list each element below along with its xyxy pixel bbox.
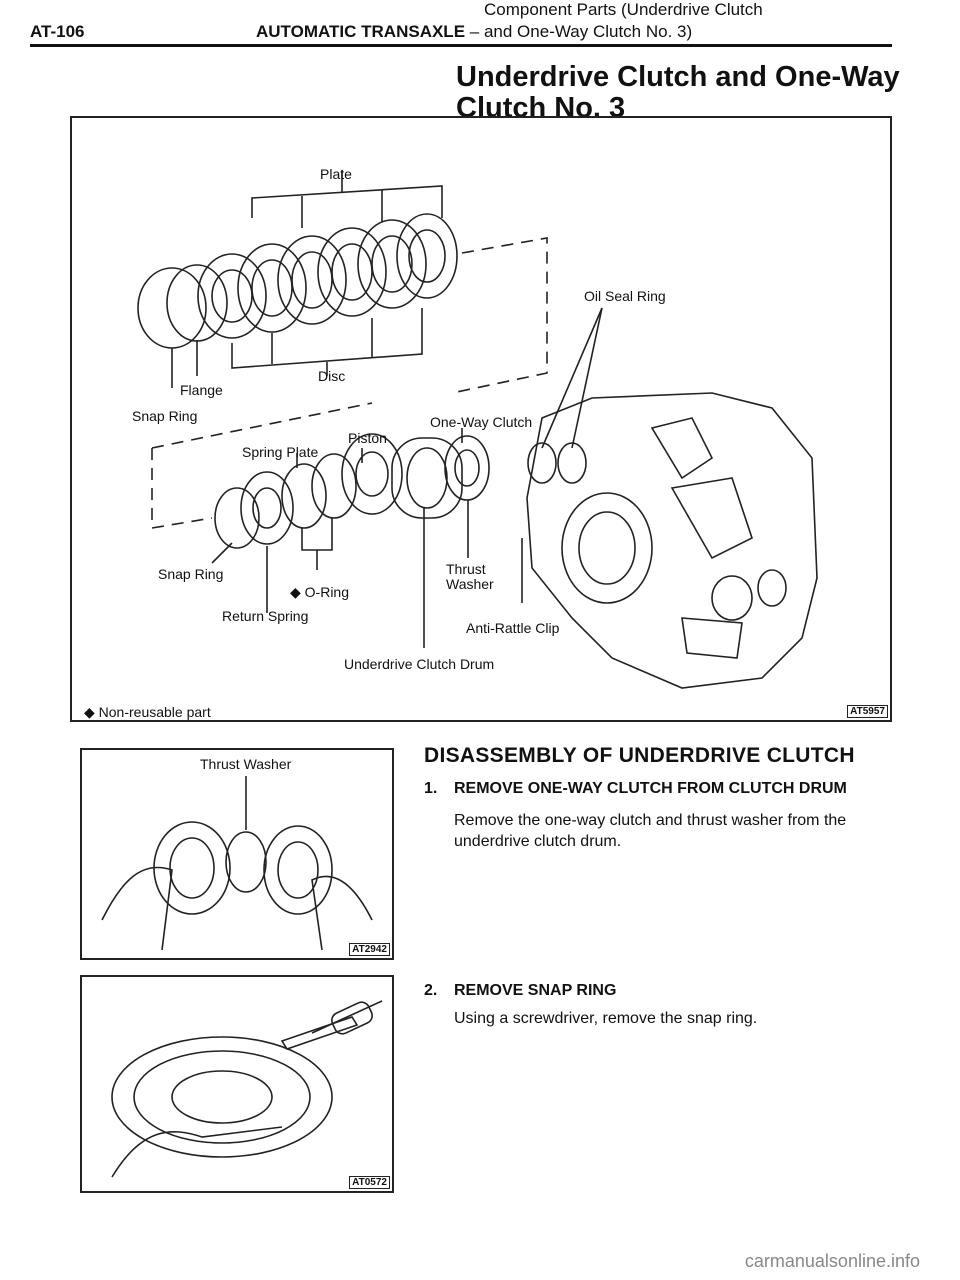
- label-piston: Piston: [348, 430, 387, 446]
- label-thrust-washer: Thrust Washer: [446, 562, 494, 592]
- exploded-view-figure: Plate Oil Seal Ring Flange Disc Snap Rin…: [70, 116, 892, 722]
- section-title: Underdrive Clutch and One-Way Clutch No.…: [456, 62, 916, 124]
- label-snap-ring-bottom: Snap Ring: [158, 566, 224, 582]
- section-title-line2: Clutch No. 3: [456, 92, 626, 124]
- step-1-number: 1.: [424, 780, 438, 797]
- step-1-desc-line2: underdrive clutch drum.: [454, 833, 622, 850]
- label-disc: Disc: [318, 368, 346, 384]
- header-rule: [30, 44, 892, 47]
- label-spring-plate: Spring Plate: [242, 444, 319, 460]
- figure-code-2: AT2942: [349, 943, 390, 956]
- manual-title: AUTOMATIC TRANSAXLE: [256, 22, 466, 41]
- label-flange: Flange: [180, 382, 223, 398]
- label-o-ring: ◆ O-Ring: [290, 584, 350, 600]
- label-thrust-washer-line1: Thrust: [446, 561, 486, 577]
- label-plate: Plate: [320, 166, 352, 182]
- label-underdrive-clutch-drum: Underdrive Clutch Drum: [344, 656, 495, 672]
- thrust-washer-drawing: [101, 776, 373, 951]
- piston-group-icon: [151, 402, 490, 549]
- step-2-number: 2.: [424, 982, 438, 999]
- legend-non-reusable: ◆ Non-reusable part: [84, 704, 211, 720]
- step-1-description: Remove the one-way clutch and thrust was…: [454, 810, 846, 852]
- label-oil-seal-ring: Oil Seal Ring: [584, 288, 666, 304]
- figure-snap-ring: AT0572: [80, 975, 394, 1193]
- title-separator: –: [469, 22, 480, 41]
- disassembly-heading: DISASSEMBLY OF UNDERDRIVE CLUTCH: [424, 744, 855, 767]
- label-snap-ring-top: Snap Ring: [132, 408, 198, 424]
- step-1-title: REMOVE ONE-WAY CLUTCH FROM CLUTCH DRUM: [454, 780, 847, 797]
- figure-code-3: AT0572: [349, 1176, 390, 1189]
- step-1-desc-line1: Remove the one-way clutch and thrust was…: [454, 812, 847, 829]
- watermark: carmanualsonline.info: [744, 1251, 920, 1271]
- step-2-description: Using a screwdriver, remove the snap rin…: [454, 1010, 758, 1027]
- header-subtitle-line2: and One-Way Clutch No. 3): [483, 22, 693, 41]
- header-subtitle-line1: Component Parts (Underdrive Clutch: [484, 0, 763, 19]
- label-anti-rattle-clip: Anti-Rattle Clip: [466, 620, 560, 636]
- header-title: AUTOMATIC TRANSAXLE – and One-Way Clutch…: [256, 22, 692, 42]
- figure-thrust-washer: Thrust Washer AT2942: [80, 748, 394, 960]
- transaxle-case-icon: [526, 392, 818, 689]
- page-number: AT-106: [30, 22, 85, 41]
- snap-ring-drawing: [111, 1000, 383, 1178]
- clutch-pack-icon: [137, 213, 458, 349]
- label-one-way-clutch: One-Way Clutch: [430, 414, 533, 430]
- exploded-view-drawing: [137, 170, 818, 689]
- label-fig2-thrust-washer: Thrust Washer: [200, 756, 292, 772]
- label-thrust-washer-line2: Washer: [446, 576, 494, 592]
- step-2-title: REMOVE SNAP RING: [454, 982, 617, 999]
- label-return-spring: Return Spring: [222, 608, 309, 624]
- figure-code-main: AT5957: [847, 705, 888, 718]
- section-title-line1: Underdrive Clutch and One-Way: [456, 61, 900, 93]
